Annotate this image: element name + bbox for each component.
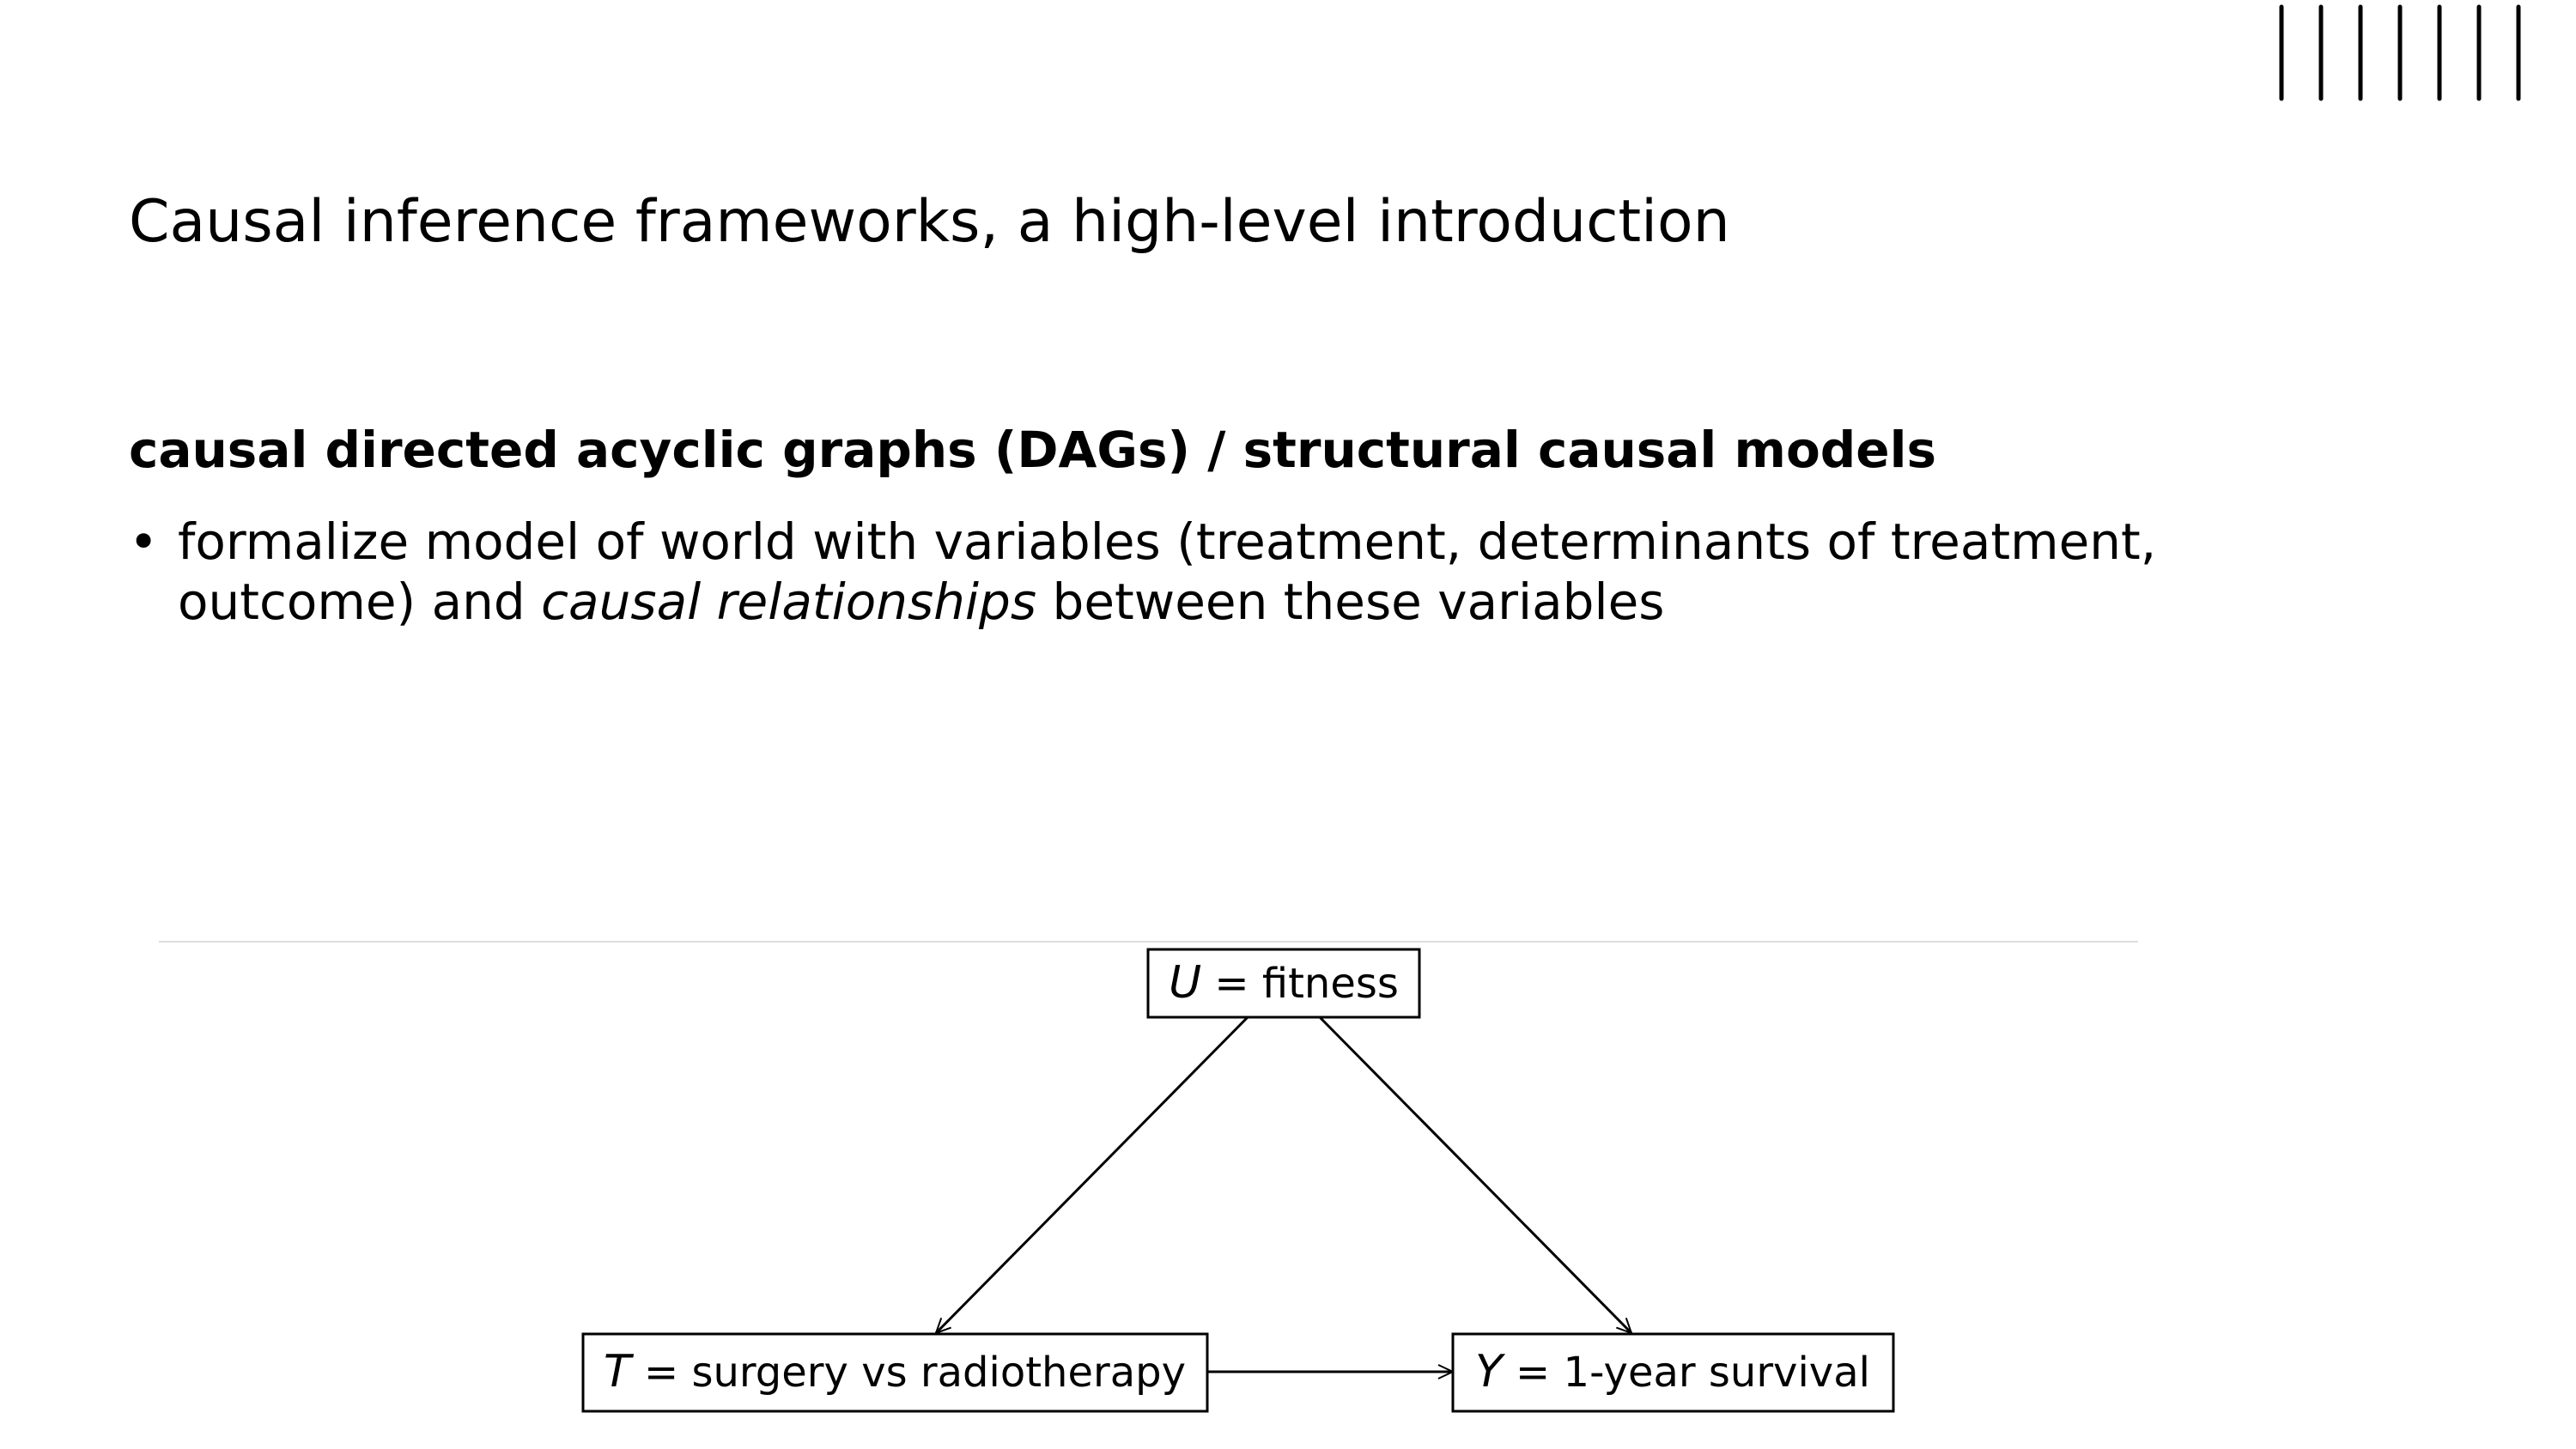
node-t: T = surgery vs radiotherapy [581,1332,1209,1413]
node-t-box [581,1332,1209,1413]
edge-u-to-y [1318,1016,1631,1333]
section-heading: causal directed acyclic graphs (DAGs) / … [129,421,1937,479]
node-u-box [1146,948,1421,1019]
causal-dag: U = fitness T = surgery vs radiotherapy … [159,941,2138,1413]
svg-text:U = fitness: U = fitness [1169,957,1399,1009]
bullet-item: • formalize model of world with variable… [129,512,2361,632]
node-y: Y = 1-year survival [1451,1332,1895,1413]
node-u-label: fitness [1262,960,1399,1008]
bullet-emphasis: causal relationships [541,573,1037,631]
bullet-list: • formalize model of world with variable… [129,512,2361,632]
node-t-var: T [604,1346,635,1397]
logo-bars [2279,4,2521,101]
node-y-label: 1-year survival [1564,1349,1870,1397]
node-u-eq: = [1201,960,1262,1008]
bullet-dot: • [129,512,159,571]
edge-u-to-t [936,1016,1249,1333]
node-t-eq: = [631,1349,692,1397]
node-y-var: Y [1475,1346,1506,1397]
bullet-text-part2: between these variables [1036,573,1665,631]
node-u-var: U [1169,957,1201,1009]
node-t-label: surgery vs radiotherapy [691,1349,1186,1397]
svg-text:T = surgery vs radiotherapy: T = surgery vs radiotherapy [604,1346,1186,1397]
bullet-text-part1: formalize model of world with variables … [178,512,2157,631]
node-y-eq: = [1503,1349,1564,1397]
svg-text:Y = 1-year survival: Y = 1-year survival [1475,1346,1870,1397]
node-y-box [1451,1332,1895,1413]
node-u: U = fitness [1146,948,1421,1019]
slide-title: Causal inference frameworks, a high-leve… [129,188,1730,256]
